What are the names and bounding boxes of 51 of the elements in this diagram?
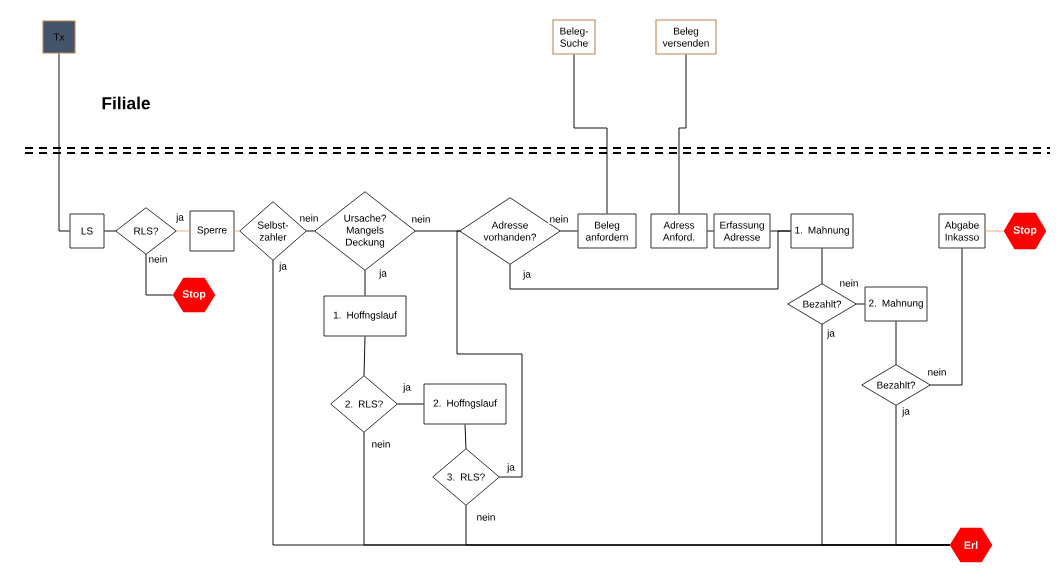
terminal-hexagon: Stop bbox=[172, 277, 216, 313]
process-box: Abgabe Inkasso bbox=[938, 213, 986, 249]
edge-label: ja bbox=[900, 406, 912, 418]
connector-line bbox=[396, 403, 425, 405]
process-box: Adress Anford. bbox=[650, 213, 708, 249]
connector-line bbox=[145, 253, 174, 296]
edge-label: ja bbox=[401, 382, 413, 394]
connector-line bbox=[103, 230, 117, 232]
lane-label: Filiale bbox=[102, 96, 150, 110]
edge-label: ja bbox=[521, 269, 533, 281]
connector-line bbox=[855, 303, 866, 305]
connector-line bbox=[895, 320, 897, 366]
connector-line bbox=[769, 230, 792, 232]
connector-line bbox=[706, 230, 715, 232]
terminal-hexagon: Erl bbox=[949, 527, 993, 563]
process-box: Beleg anfordern bbox=[577, 213, 637, 249]
connector-line bbox=[175, 230, 191, 232]
connector-line bbox=[821, 247, 823, 285]
connector-line bbox=[305, 230, 316, 232]
connector-line bbox=[678, 54, 687, 215]
connector-line bbox=[929, 247, 963, 386]
connector-line bbox=[233, 230, 241, 232]
edge-label: ja bbox=[825, 328, 837, 340]
process-box: Beleg versenden bbox=[655, 19, 717, 55]
process-box: LS bbox=[69, 213, 105, 249]
process-box: 1. Mahnung bbox=[790, 213, 854, 249]
process-box: Tx bbox=[42, 20, 76, 54]
edge-label: nein bbox=[370, 439, 392, 449]
connector-line bbox=[364, 269, 366, 297]
edge-label: ja bbox=[174, 212, 186, 224]
connector-line bbox=[559, 230, 579, 232]
connector-line bbox=[984, 230, 1005, 232]
edge-label: nein bbox=[475, 512, 497, 522]
connector-line bbox=[363, 335, 366, 377]
edge-label: ja bbox=[377, 268, 389, 280]
connector-line bbox=[464, 423, 467, 450]
connector-line bbox=[58, 53, 71, 232]
process-box: 2. Hoffngslauf bbox=[423, 383, 507, 425]
connector-line bbox=[456, 230, 523, 478]
edge-label: ja bbox=[505, 462, 517, 474]
process-box: Erfassung Adresse bbox=[713, 213, 771, 249]
connector-line bbox=[895, 404, 951, 546]
connector-line bbox=[573, 54, 608, 215]
process-box: Beleg-Suche bbox=[552, 19, 596, 55]
process-box: Sperre bbox=[189, 210, 235, 252]
process-box: 2. Mahnung bbox=[864, 286, 928, 322]
edge-label: nein bbox=[548, 214, 570, 224]
terminal-hexagon: Stop bbox=[1003, 212, 1047, 250]
edge-label: nein bbox=[147, 254, 169, 264]
edge-label: ja bbox=[277, 261, 289, 273]
process-box: 1. Hoffngslauf bbox=[323, 295, 407, 337]
